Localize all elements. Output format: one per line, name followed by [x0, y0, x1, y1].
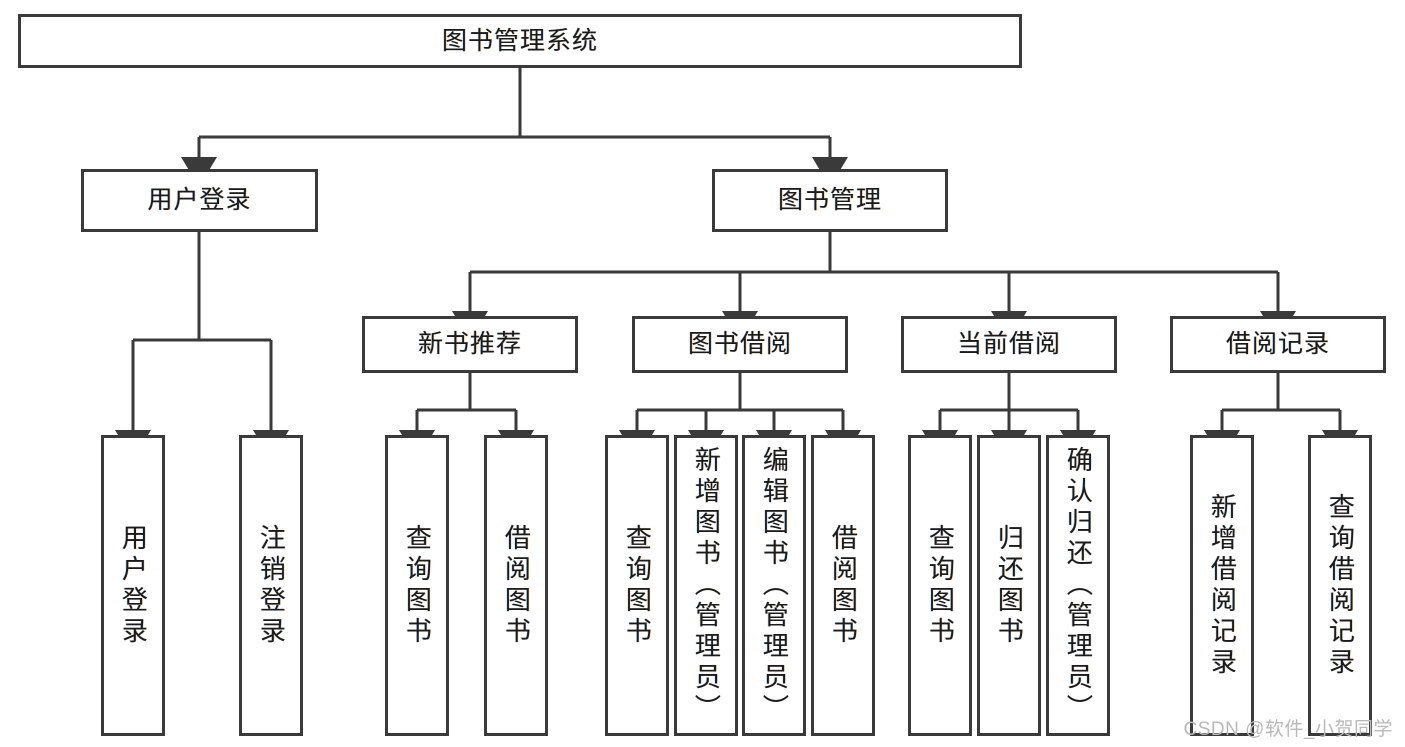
node-book-borrowing[interactable]: 图书借阅 — [632, 316, 848, 373]
leaf-label: 归还图书 — [994, 523, 1025, 648]
leaf-nbr-query-book[interactable]: 查询图书 — [385, 435, 449, 736]
leaf-label: 查询图书 — [622, 523, 653, 648]
leaf-label: 借阅图书 — [828, 523, 859, 648]
node-label: 借阅记录 — [1225, 330, 1330, 359]
node-label: 新书推荐 — [417, 330, 522, 359]
leaf-bb-edit-book-admin[interactable]: 编辑图书（管理员） — [742, 435, 806, 736]
leaf-bb-add-book-admin[interactable]: 新增图书（管理员） — [674, 435, 738, 736]
node-user-login[interactable]: 用户登录 — [81, 169, 318, 232]
leaf-br-add-record[interactable]: 新增借阅记录 — [1190, 435, 1254, 736]
leaf-label: 编辑图书（管理员） — [759, 446, 790, 725]
node-new-book-recommendation[interactable]: 新书推荐 — [362, 316, 578, 373]
node-current-borrowing[interactable]: 当前借阅 — [901, 316, 1117, 373]
leaf-label: 用户登录 — [118, 523, 149, 648]
node-label: 图书管理系统 — [441, 26, 598, 55]
node-label: 图书管理 — [777, 186, 882, 215]
node-root-system[interactable]: 图书管理系统 — [18, 14, 1022, 68]
leaf-logout[interactable]: 注销登录 — [239, 435, 303, 736]
leaf-label: 注销登录 — [256, 523, 287, 648]
leaf-label: 查询图书 — [925, 523, 956, 648]
leaf-label: 新增图书（管理员） — [691, 446, 722, 725]
leaf-cb-confirm-return-admin[interactable]: 确认归还（管理员） — [1046, 435, 1110, 736]
leaf-label: 查询借阅记录 — [1325, 492, 1356, 679]
leaf-cb-return-book[interactable]: 归还图书 — [977, 435, 1041, 736]
leaf-bb-borrow-book[interactable]: 借阅图书 — [811, 435, 875, 736]
node-label: 用户登录 — [147, 186, 252, 215]
leaf-label: 新增借阅记录 — [1207, 492, 1238, 679]
leaf-bb-query-book[interactable]: 查询图书 — [605, 435, 669, 736]
leaf-cb-query-book[interactable]: 查询图书 — [908, 435, 972, 736]
leaf-label: 确认归还（管理员） — [1063, 446, 1094, 725]
node-book-management[interactable]: 图书管理 — [712, 169, 948, 232]
node-borrowing-record[interactable]: 借阅记录 — [1170, 316, 1386, 373]
leaf-nbr-borrow-book[interactable]: 借阅图书 — [484, 435, 548, 736]
leaf-label: 借阅图书 — [501, 523, 532, 648]
leaf-br-query-record[interactable]: 查询借阅记录 — [1308, 435, 1372, 736]
leaf-label: 查询图书 — [402, 523, 433, 648]
node-label: 图书借阅 — [687, 330, 792, 359]
node-label: 当前借阅 — [956, 330, 1061, 359]
leaf-user-login[interactable]: 用户登录 — [101, 435, 165, 736]
